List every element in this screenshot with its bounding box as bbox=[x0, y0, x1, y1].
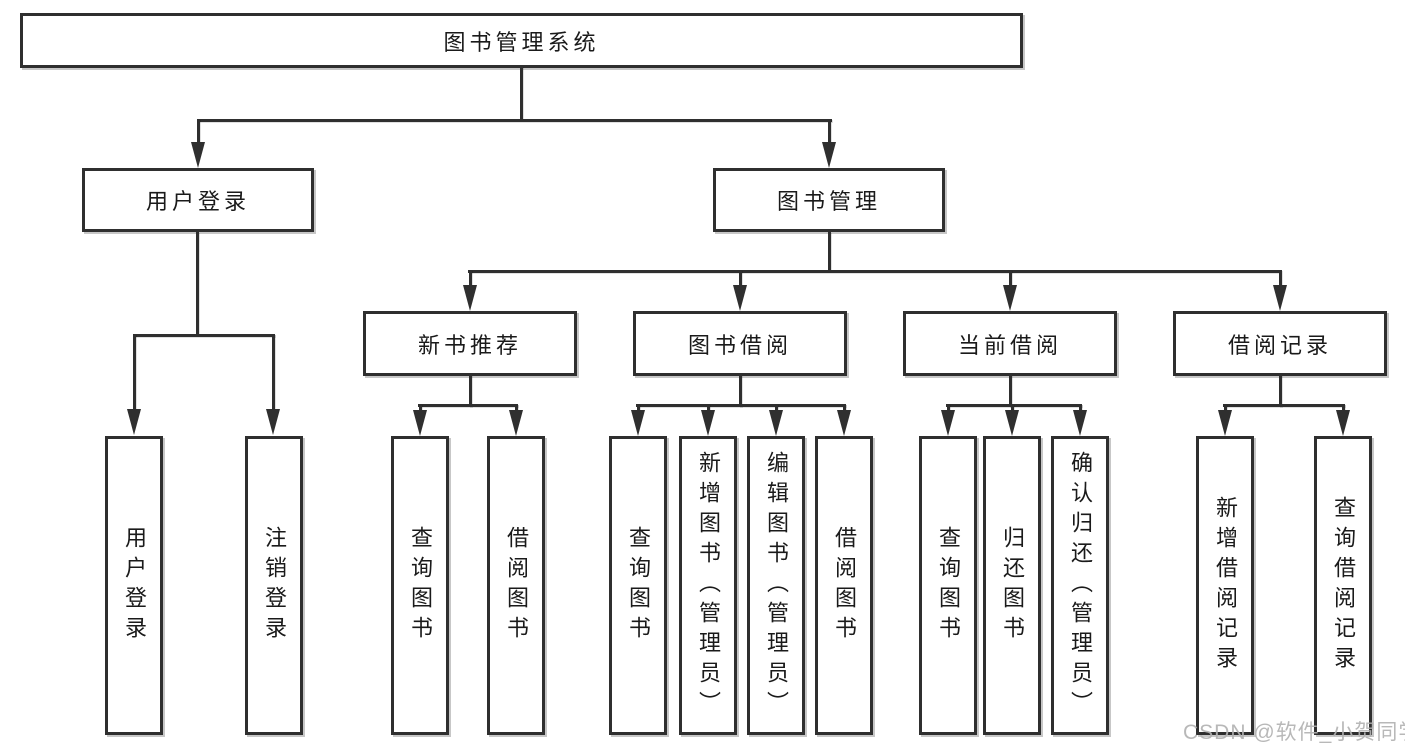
leaf-borrow-add-books-admin: 新增图书（管理员） bbox=[679, 436, 737, 735]
node-label: 图书管理系统 bbox=[443, 29, 600, 55]
node-label: 借阅记录 bbox=[1227, 332, 1332, 358]
arrowhead-down-icon bbox=[1073, 410, 1087, 436]
leaf-current-return-books: 归还图书 bbox=[983, 436, 1041, 735]
edge-bookmgmt-drop bbox=[469, 270, 472, 286]
edge-recommend-drop bbox=[515, 404, 518, 413]
edge-root-drop bbox=[197, 119, 200, 145]
edge-current-drop bbox=[947, 404, 950, 413]
edge-bookmgmt-rail bbox=[468, 270, 1281, 273]
node-new-book-recommend: 新书推荐 bbox=[363, 311, 577, 376]
node-label: 查询图书 bbox=[626, 525, 651, 646]
edge-recommend-drop bbox=[419, 404, 422, 413]
arrowhead-down-icon bbox=[127, 409, 141, 435]
node-label: 用户登录 bbox=[122, 525, 147, 646]
edge-root-stem bbox=[520, 66, 523, 121]
edge-root-drop bbox=[828, 119, 831, 145]
node-label: 确认归还（管理员） bbox=[1068, 450, 1093, 721]
node-label: 图书管理 bbox=[776, 189, 881, 214]
node-borrow-records: 借阅记录 bbox=[1173, 311, 1387, 376]
edge-records-drop bbox=[1342, 404, 1345, 413]
node-current-borrow: 当前借阅 bbox=[903, 311, 1117, 376]
arrowhead-down-icon bbox=[822, 142, 836, 168]
arrowhead-down-icon bbox=[191, 142, 205, 168]
arrowhead-down-icon bbox=[509, 410, 523, 436]
edge-records-stem bbox=[1279, 375, 1282, 407]
leaf-records-add-record: 新增借阅记录 bbox=[1196, 436, 1254, 735]
edge-borrow-stem bbox=[739, 375, 742, 407]
node-label: 查询图书 bbox=[936, 525, 961, 646]
edge-user-drop bbox=[272, 334, 275, 411]
leaf-recommend-query-books: 查询图书 bbox=[391, 436, 449, 735]
leaf-current-query-books: 查询图书 bbox=[919, 436, 977, 735]
edge-borrow-drop bbox=[707, 404, 710, 413]
edge-bookmgmt-drop bbox=[1279, 270, 1282, 286]
edge-current-drop bbox=[1011, 404, 1014, 413]
node-book-borrow: 图书借阅 bbox=[633, 311, 847, 376]
leaf-records-query-record: 查询借阅记录 bbox=[1314, 436, 1372, 735]
node-label: 新书推荐 bbox=[417, 332, 522, 358]
edge-root-rail bbox=[197, 119, 832, 122]
edge-borrow-drop bbox=[775, 404, 778, 413]
edge-recommend-stem bbox=[469, 375, 472, 407]
arrowhead-down-icon bbox=[463, 285, 477, 311]
edge-bookmgmt-stem bbox=[828, 232, 831, 272]
node-user-login: 用户登录 bbox=[82, 168, 314, 232]
node-label: 当前借阅 bbox=[957, 332, 1062, 358]
node-label: 新增图书（管理员） bbox=[696, 450, 721, 721]
edge-borrow-rail bbox=[636, 404, 846, 407]
arrowhead-down-icon bbox=[631, 410, 645, 436]
edge-records-rail bbox=[1223, 404, 1345, 407]
leaf-current-confirm-return-admin: 确认归还（管理员） bbox=[1051, 436, 1109, 735]
node-label: 借阅图书 bbox=[832, 525, 857, 646]
leaf-logout: 注销登录 bbox=[245, 436, 303, 735]
leaf-borrow-query-books: 查询图书 bbox=[609, 436, 667, 735]
arrowhead-down-icon bbox=[1003, 285, 1017, 311]
arrowhead-down-icon bbox=[701, 410, 715, 436]
node-label: 新增借阅记录 bbox=[1213, 495, 1238, 676]
edge-user-stem bbox=[196, 232, 199, 336]
csdn-watermark: CSDN @软件_小贺同学 bbox=[1183, 721, 1405, 744]
node-label: 编辑图书（管理员） bbox=[764, 450, 789, 721]
edge-user-drop bbox=[133, 334, 136, 411]
arrowhead-down-icon bbox=[1218, 410, 1232, 436]
arrowhead-down-icon bbox=[769, 410, 783, 436]
node-label: 查询图书 bbox=[408, 525, 433, 646]
arrowhead-down-icon bbox=[941, 410, 955, 436]
arrowhead-down-icon bbox=[1273, 285, 1287, 311]
node-label: 图书借阅 bbox=[687, 332, 792, 358]
leaf-recommend-borrow-books: 借阅图书 bbox=[487, 436, 545, 735]
node-label: 用户登录 bbox=[145, 189, 250, 214]
node-label: 归还图书 bbox=[1000, 525, 1025, 646]
leaf-borrow-borrow-books: 借阅图书 bbox=[815, 436, 873, 735]
leaf-borrow-edit-books-admin: 编辑图书（管理员） bbox=[747, 436, 805, 735]
arrowhead-down-icon bbox=[266, 409, 280, 435]
edge-borrow-drop bbox=[637, 404, 640, 413]
edge-records-drop bbox=[1224, 404, 1227, 413]
edge-recommend-rail bbox=[418, 404, 518, 407]
edge-bookmgmt-drop bbox=[1009, 270, 1012, 286]
arrowhead-down-icon bbox=[733, 285, 747, 311]
edge-bookmgmt-drop bbox=[739, 270, 742, 286]
node-label: 查询借阅记录 bbox=[1331, 495, 1356, 676]
arrowhead-down-icon bbox=[1336, 410, 1350, 436]
arrowhead-down-icon bbox=[1005, 410, 1019, 436]
node-book-management: 图书管理 bbox=[713, 168, 945, 232]
node-label: 注销登录 bbox=[262, 525, 287, 646]
arrowhead-down-icon bbox=[837, 410, 851, 436]
node-library-management-system: 图书管理系统 bbox=[20, 13, 1023, 68]
edge-user-rail bbox=[133, 334, 275, 337]
node-label: 借阅图书 bbox=[504, 525, 529, 646]
arrowhead-down-icon bbox=[413, 410, 427, 436]
edge-borrow-drop bbox=[843, 404, 846, 413]
edge-current-drop bbox=[1079, 404, 1082, 413]
edge-current-stem bbox=[1009, 375, 1012, 407]
leaf-user-login: 用户登录 bbox=[105, 436, 163, 735]
edge-current-rail bbox=[946, 404, 1082, 407]
